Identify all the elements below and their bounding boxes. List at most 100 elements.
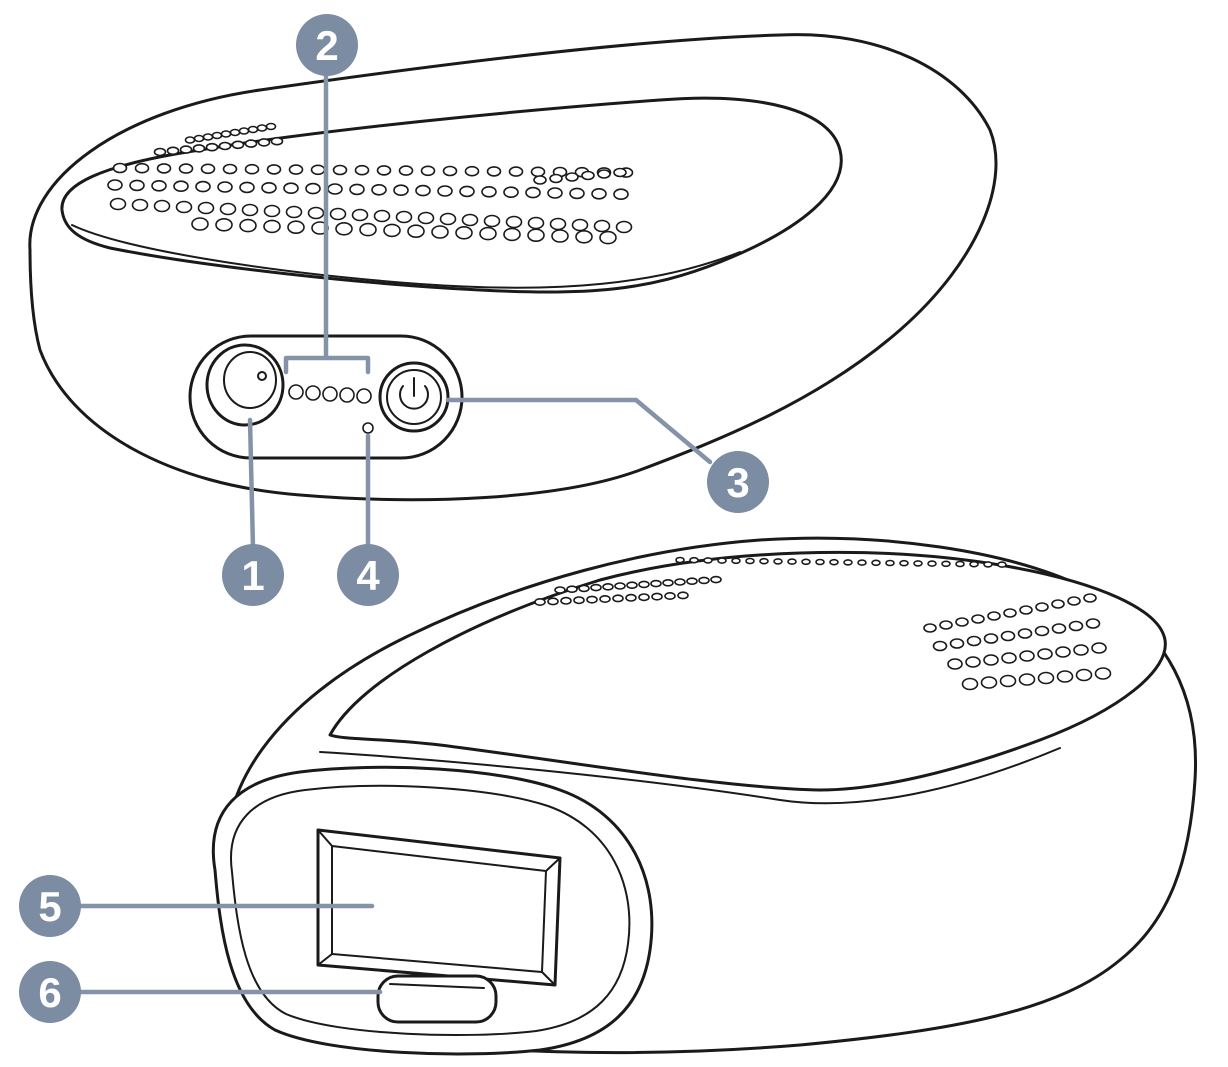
grille-hole bbox=[615, 583, 625, 589]
grille-hole bbox=[510, 167, 523, 176]
grille-hole bbox=[350, 184, 364, 194]
grille-hole bbox=[914, 561, 922, 566]
callout-label-4: 4 bbox=[356, 552, 380, 599]
grille-hole bbox=[582, 172, 594, 180]
grille-hole bbox=[614, 189, 628, 199]
grille-hole bbox=[844, 560, 852, 565]
grille-hole bbox=[1036, 627, 1049, 636]
grille-hole bbox=[177, 202, 192, 213]
grille-hole bbox=[331, 209, 346, 220]
grille-hole bbox=[970, 562, 978, 567]
grille-hole bbox=[196, 182, 210, 192]
grille-hole bbox=[1052, 600, 1064, 608]
grille-hole bbox=[561, 598, 571, 604]
grille-hole bbox=[1002, 632, 1015, 641]
grille-hole bbox=[482, 187, 496, 197]
grille-hole bbox=[334, 166, 347, 175]
callout-label-2: 2 bbox=[315, 22, 338, 69]
grille-hole bbox=[676, 558, 684, 563]
grille-hole bbox=[968, 637, 981, 646]
grille-hole bbox=[816, 560, 824, 565]
grille-hole bbox=[535, 599, 545, 605]
grille-hole bbox=[858, 560, 866, 565]
grille-hole bbox=[422, 166, 435, 175]
grille-hole bbox=[222, 131, 231, 137]
grille-hole bbox=[984, 562, 992, 567]
grille-hole bbox=[1096, 668, 1111, 679]
callout-badge-5: 5 bbox=[19, 875, 81, 937]
callout-badge-3: 3 bbox=[707, 451, 769, 513]
callout-badge-4: 4 bbox=[337, 544, 399, 606]
power-icon[interactable] bbox=[380, 363, 448, 431]
grille-hole bbox=[528, 229, 544, 241]
grille-hole bbox=[309, 208, 324, 219]
grille-hole bbox=[678, 592, 688, 598]
grille-hole bbox=[288, 221, 304, 233]
grille-hole bbox=[186, 137, 195, 143]
device-bottom-view bbox=[213, 538, 1195, 1054]
grille-hole bbox=[956, 618, 968, 626]
grille-hole bbox=[956, 562, 964, 567]
grille-hole bbox=[265, 206, 280, 217]
grille-hole bbox=[328, 184, 342, 194]
grille-hole bbox=[940, 621, 952, 629]
callout-badge-6: 6 bbox=[19, 961, 81, 1023]
grille-hole bbox=[567, 586, 577, 592]
grille-hole bbox=[400, 166, 413, 175]
grille-hole bbox=[924, 624, 936, 632]
grille-hole bbox=[240, 220, 256, 232]
grille-hole bbox=[570, 188, 584, 198]
callout-label-5: 5 bbox=[38, 883, 61, 930]
grille-hole bbox=[456, 227, 472, 239]
grille-hole bbox=[155, 201, 170, 212]
grille-hole bbox=[158, 164, 171, 173]
grille-hole bbox=[746, 559, 754, 564]
grille-hole bbox=[1068, 597, 1080, 605]
grille-hole bbox=[963, 679, 978, 690]
grille-hole bbox=[216, 219, 232, 231]
grille-hole bbox=[353, 210, 368, 221]
grille-hole bbox=[218, 182, 232, 192]
grille-hole bbox=[1074, 645, 1088, 655]
grille-hole bbox=[130, 180, 144, 190]
grille-hole bbox=[948, 659, 962, 669]
grille-hole bbox=[432, 226, 448, 238]
grille-hole bbox=[548, 188, 562, 198]
grille-hole bbox=[984, 655, 998, 665]
callout-badge-2: 2 bbox=[296, 14, 358, 76]
grille-hole bbox=[312, 165, 325, 174]
grille-hole bbox=[988, 612, 1000, 620]
grille-hole bbox=[240, 182, 254, 192]
grille-hole bbox=[460, 186, 474, 196]
grille-hole bbox=[732, 558, 740, 563]
grille-hole bbox=[360, 224, 376, 236]
grille-hole bbox=[336, 223, 352, 235]
grille-hole bbox=[598, 170, 610, 178]
grille-hole bbox=[872, 560, 880, 565]
grille-hole bbox=[900, 561, 908, 566]
grille-hole bbox=[488, 167, 501, 176]
grille-hole bbox=[192, 218, 208, 230]
grille-hole bbox=[306, 184, 320, 194]
grille-hole bbox=[1001, 676, 1016, 687]
grille-hole bbox=[534, 176, 546, 184]
grille-hole bbox=[204, 134, 213, 140]
grille-hole bbox=[240, 128, 249, 134]
grille-hole bbox=[591, 585, 601, 591]
callout-label-6: 6 bbox=[38, 969, 61, 1016]
grille-hole bbox=[555, 587, 565, 593]
grille-hole bbox=[603, 584, 613, 590]
grille-hole bbox=[168, 147, 179, 154]
grille-hole bbox=[972, 615, 984, 623]
callout-label-3: 3 bbox=[726, 459, 749, 506]
grille-hole bbox=[375, 211, 390, 222]
grille-hole bbox=[1053, 624, 1066, 633]
grille-hole bbox=[194, 145, 205, 152]
grille-hole bbox=[551, 219, 566, 230]
grille-hole bbox=[687, 578, 697, 584]
grille-hole bbox=[614, 169, 626, 177]
grille-hole bbox=[574, 597, 584, 603]
grille-hole bbox=[1092, 643, 1106, 653]
